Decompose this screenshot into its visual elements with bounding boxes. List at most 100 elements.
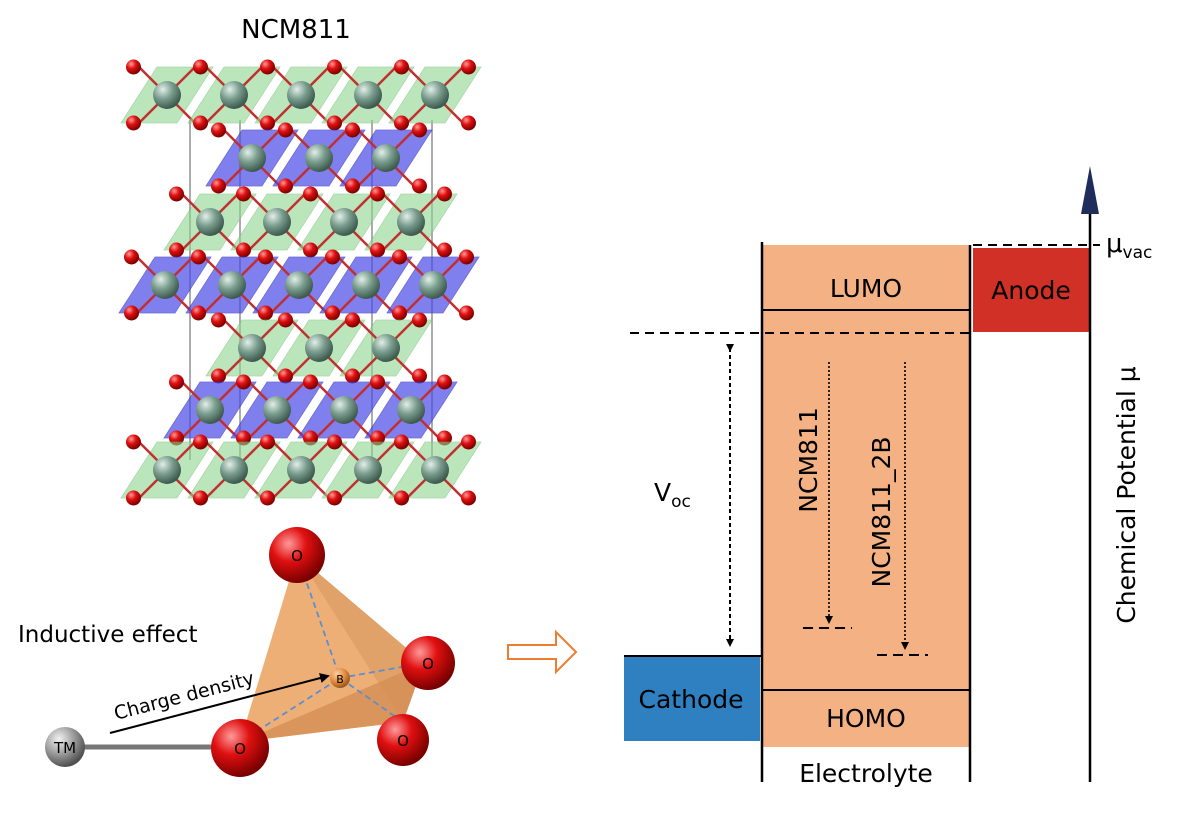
oxygen-atom <box>278 312 293 328</box>
oxygen-atom <box>124 249 139 265</box>
oxygen-atom <box>193 115 208 131</box>
crystal-layers <box>118 59 482 506</box>
tm-atom-crystal <box>218 271 246 299</box>
oxygen-atom <box>437 242 452 258</box>
svg-text:O: O <box>397 732 409 750</box>
crystal-layer-5 <box>205 312 433 384</box>
oxygen-atom <box>191 305 206 321</box>
electrolyte-label: Electrolyte <box>799 759 933 788</box>
svg-text:O: O <box>422 655 434 673</box>
oxygen-atom <box>345 368 360 384</box>
oxygen-atom-back: O <box>377 714 429 766</box>
ncm811-level-label: NCM811 <box>794 407 823 512</box>
oxygen-atom <box>124 305 139 321</box>
tm-atom-crystal <box>196 208 224 236</box>
tm-atom-crystal <box>153 81 181 109</box>
oxygen-atom <box>258 305 273 321</box>
oxygen-atom <box>193 490 208 506</box>
oxygen-atom <box>345 178 360 194</box>
charge-density-label: Charge density <box>112 668 257 725</box>
tm-atom-crystal <box>354 81 382 109</box>
tm-atom-crystal <box>352 271 380 299</box>
svg-text:TM: TM <box>53 739 76 757</box>
oxygen-atom <box>345 122 360 138</box>
oxygen-atom <box>437 186 452 202</box>
oxygen-atom <box>412 122 427 138</box>
oxygen-atom <box>437 374 452 390</box>
oxygen-atom <box>394 59 409 75</box>
tm-atom-crystal <box>305 334 333 362</box>
ncm811-2b-level-label: NCM811_2B <box>867 436 896 587</box>
oxygen-atom <box>345 312 360 328</box>
oxygen-atom <box>260 115 275 131</box>
oxygen-atom <box>169 186 184 202</box>
tm-atom-crystal <box>421 456 449 484</box>
oxygen-atom <box>278 178 293 194</box>
boron-label: B <box>336 673 344 686</box>
oxygen-atom <box>325 305 340 321</box>
oxygen-atom <box>211 368 226 384</box>
oxygen-atom <box>461 490 476 506</box>
tm-atom-crystal <box>305 144 333 172</box>
tm-atom-crystal <box>419 271 447 299</box>
crystal-layer-1 <box>120 59 482 131</box>
hollow-arrow-icon <box>507 629 578 675</box>
oxygen-atom <box>211 178 226 194</box>
oxygen-atom <box>327 434 342 450</box>
oxygen-atom <box>236 242 251 258</box>
svg-text:O: O <box>234 740 246 758</box>
crystal-layer-2 <box>205 122 433 194</box>
tm-atom-crystal <box>287 456 315 484</box>
charge-density-arrow <box>109 673 330 734</box>
tetrahedron-diagram: Inductive effect Charge density B O O <box>18 527 455 777</box>
tm-atom-crystal <box>354 456 382 484</box>
oxygen-atom <box>211 312 226 328</box>
tm-atom-crystal <box>238 144 266 172</box>
oxygen-atom <box>126 434 141 450</box>
oxygen-atom <box>126 115 141 131</box>
oxygen-atom <box>325 249 340 265</box>
oxygen-atom <box>260 434 275 450</box>
boron-atom <box>330 668 350 688</box>
energy-diagram: LUMO HOMO Electrolyte Anode Cathode Voc … <box>624 166 1152 788</box>
oxygen-atom <box>193 59 208 75</box>
tm-atom-crystal <box>421 81 449 109</box>
mu-vac-label: μvac <box>1106 229 1152 263</box>
oxygen-atom <box>193 434 208 450</box>
oxygen-atom <box>126 490 141 506</box>
oxygen-atom <box>191 249 206 265</box>
tm-atom-crystal <box>330 396 358 424</box>
oxygen-atom <box>370 374 385 390</box>
axis-arrowhead-icon <box>1081 166 1099 214</box>
tm-atom-crystal <box>238 334 266 362</box>
oxygen-atom <box>211 122 226 138</box>
tm-atom-crystal <box>263 396 291 424</box>
crystal-layer-6 <box>163 374 458 446</box>
crystal-layer-7 <box>120 434 482 506</box>
oxygen-atom <box>126 59 141 75</box>
oxygen-atom <box>169 374 184 390</box>
voc-label: Voc <box>654 478 691 512</box>
oxygen-atom <box>394 115 409 131</box>
crystal-structure: NCM811 <box>118 15 482 506</box>
tm-atom-crystal <box>220 81 248 109</box>
oxygen-atom <box>461 115 476 131</box>
tm-atom-crystal <box>196 396 224 424</box>
oxygen-atom <box>327 59 342 75</box>
oxygen-atom <box>236 186 251 202</box>
oxygen-atom <box>260 59 275 75</box>
lumo-label: LUMO <box>830 274 902 303</box>
anode-block <box>973 248 1090 332</box>
oxygen-atom-left: O <box>211 719 269 777</box>
oxygen-atom <box>394 434 409 450</box>
oxygen-atom <box>327 490 342 506</box>
tm-atom-crystal <box>397 396 425 424</box>
oxygen-atom <box>258 249 273 265</box>
oxygen-atom <box>278 122 293 138</box>
anode-label: Anode <box>991 276 1071 305</box>
oxygen-atom-right: O <box>401 636 455 690</box>
tm-atom-crystal <box>372 144 400 172</box>
oxygen-atom <box>392 249 407 265</box>
oxygen-atom <box>459 305 474 321</box>
tm-atom-crystal <box>285 271 313 299</box>
